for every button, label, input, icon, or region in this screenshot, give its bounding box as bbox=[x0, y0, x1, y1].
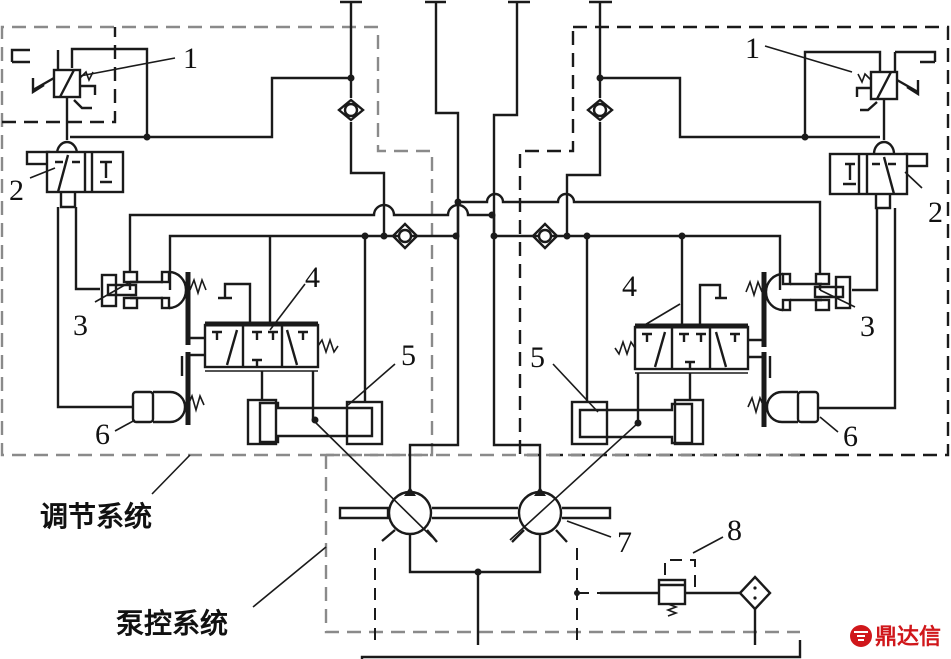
label-6-left: 6 bbox=[95, 418, 110, 451]
label-7: 7 bbox=[617, 526, 632, 559]
label-2-left: 2 bbox=[9, 174, 24, 207]
variable-pumps bbox=[312, 419, 802, 659]
label-3-right: 3 bbox=[860, 310, 875, 343]
leader-lines bbox=[29, 45, 923, 608]
middle-manifold bbox=[128, 192, 822, 470]
pipe-left-2-3 bbox=[74, 207, 100, 291]
check-valve-top-right bbox=[586, 98, 614, 122]
spring-cylinder-right bbox=[747, 390, 820, 424]
relief-valve bbox=[574, 578, 740, 617]
check-valve-top-left bbox=[337, 98, 365, 122]
label-regulation-system: 调节系统 bbox=[40, 500, 152, 533]
label-4-left: 4 bbox=[305, 261, 320, 294]
pipe-left-2-6 bbox=[56, 207, 133, 409]
label-1-right: 1 bbox=[745, 32, 760, 65]
directional-valve-left bbox=[25, 140, 125, 209]
watermark-text: 鼎达信 bbox=[875, 624, 941, 650]
solenoid-valve-left bbox=[10, 48, 97, 140]
label-2-right: 2 bbox=[928, 196, 943, 229]
directional-valve-right bbox=[828, 140, 929, 210]
top-pipes bbox=[70, 0, 882, 235]
pipe-right-2-3 bbox=[852, 208, 879, 292]
watermark-logo: 鼎达信 bbox=[850, 624, 941, 650]
left-regulation-boundary bbox=[0, 25, 434, 457]
pilot-dash-8 bbox=[664, 559, 696, 591]
servo-cylinder-left bbox=[246, 398, 384, 446]
label-1-left: 1 bbox=[183, 42, 198, 75]
left-solenoid-box bbox=[2, 27, 117, 124]
three-position-valve-left bbox=[188, 282, 339, 372]
label-4-right: 4 bbox=[622, 270, 637, 303]
solenoid-valve-right bbox=[855, 50, 937, 140]
spring-cylinder-left bbox=[131, 390, 205, 424]
check-valve-mid-left bbox=[391, 222, 419, 250]
label-5-right: 5 bbox=[530, 341, 545, 374]
label-3-left: 3 bbox=[73, 309, 88, 342]
filter bbox=[738, 575, 772, 645]
pipe-right-2-6 bbox=[818, 208, 897, 410]
right-regulation-boundary bbox=[518, 25, 950, 457]
check-valve-mid-right bbox=[531, 222, 559, 250]
label-5-left: 5 bbox=[401, 339, 416, 372]
label-8: 8 bbox=[727, 514, 742, 547]
pump-control-boundary bbox=[324, 453, 800, 634]
three-position-valve-right bbox=[614, 283, 764, 374]
label-pump-control-system: 泵控系统 bbox=[116, 607, 228, 640]
label-6-right: 6 bbox=[843, 420, 858, 453]
